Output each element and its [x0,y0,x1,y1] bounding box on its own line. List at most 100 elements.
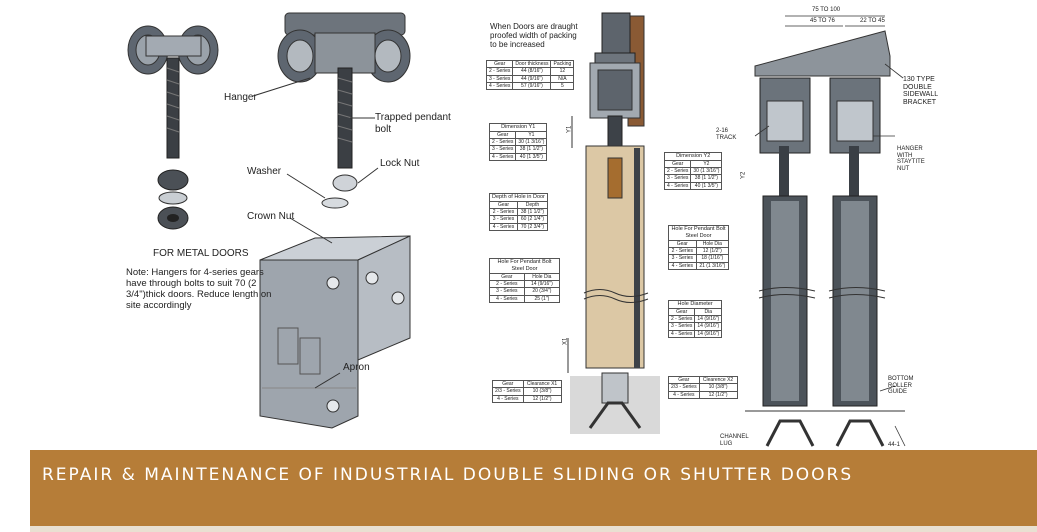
table-cell: 4 - Series [492,394,524,403]
dim-75-100-label: 75 TO 100 [812,7,841,13]
banner-bottom-strip [30,526,1037,532]
depth-title: Depth of Hole in Door [489,193,548,202]
table-cell: 12 (1/2") [695,246,730,256]
trapped-bolt-hanger-drawing [277,12,411,253]
table-cell: 2 - Series [488,138,517,147]
table-cell: 18 (1/16") [695,254,730,263]
table-header: Hole Dia [695,239,730,249]
table-cell: 4 - Series [488,152,517,161]
table-header: Gear [489,200,518,210]
draught-note: When Doors are draught proofed width of … [490,22,578,49]
table-cell: 10 (3/8") [522,387,562,396]
table-cell: 44 (9/16") [512,74,552,83]
table-cell: 10 (3/8") [698,383,738,392]
table-cell: 4 - Series [663,181,692,190]
pendant2-title: Hole For Pendant Bolt Steel Door [668,225,729,241]
dim-x1-label: X1 [562,337,569,345]
track-label: 2-16 TRACK [716,128,737,141]
table-cell: 2 - Series [668,246,697,256]
dim-y2-label: Y2 [740,171,747,179]
table-cell: 2 - Series [489,279,525,289]
apron-bracket-drawing [259,235,411,429]
table-cell: 38 (1 1/2") [515,145,548,154]
table-cell: 60 (2 1/4") [517,215,548,224]
dim-y1-label: Y1 [566,125,573,133]
table-cell: 2/3 - Series [492,387,524,396]
table-cell: 2 - Series [485,67,514,76]
table-cell: 4 - Series [667,329,696,338]
banner-title: REPAIR & MAINTENANCE OF INDUSTRIAL DOUBL… [42,465,854,485]
table-cell: 44 (8/16") [512,67,552,76]
table-header: Y1 [515,130,548,140]
metal-doors-label: FOR METAL DOORS [153,248,249,259]
table-cell: 4 - Series [489,222,518,231]
table-cell: 4 - Series [485,81,514,91]
dim-22-45-label: 22 TO 45 [860,18,885,24]
table-cell: 2 - Series [489,208,518,217]
title-banner: REPAIR & MAINTENANCE OF INDUSTRIAL DOUBL… [30,450,1037,526]
table-cell: 14 (9/16") [523,279,561,289]
table-cell: 4 - Series [489,294,525,303]
table-header: Gear [489,272,525,282]
note-text: Note: Hangers for 4-series gears have th… [126,267,272,311]
table-cell: 25 (1") [523,294,561,303]
table-header: Y2 [690,159,723,169]
packing-header-thickness: Door thickness [512,59,552,69]
table-cell: 38 (1 1/2") [517,208,548,217]
table-header: Gear [668,375,700,385]
table-header: Gear [663,159,692,169]
washer-label: Washer [247,166,282,177]
table-cell: 3 - Series [489,287,525,296]
part-44-1-label: 44-1 [888,442,901,448]
channel-lug-label: CHANNEL LUG [720,434,749,447]
table-cell: 2 - Series [667,315,696,324]
table-cell: 3 - Series [485,74,514,83]
hole-dia-title: Hole Diameter [667,300,723,309]
apron-label: Apron [343,362,370,373]
table-cell: 3 - Series [667,322,696,331]
bracket-label: 130 TYPE DOUBLE SIDEWALL BRACKET [903,76,938,107]
table-cell: 4 - Series [668,390,700,399]
bottom-roller-label: BOTTOM ROLLER GUIDE [888,376,914,396]
crown-nut-label: Crown Nut [247,211,295,222]
trapped-bolt-label: Trapped pendant bolt [375,112,451,135]
table-cell: 70 (2 3/4") [517,222,548,231]
table-cell: 38 (1 1/2") [690,174,723,183]
hanger-exploded-diagram [127,12,411,429]
dim-45-76-label: 45 TO 76 [810,18,835,24]
table-cell: 12 (1/2") [522,394,562,403]
table-header: Gear [488,130,517,140]
table-cell: 57 (9/16") [512,81,552,91]
table-cell: 40 (1 3/5") [515,152,548,161]
table-cell: 3 - Series [488,145,517,154]
table-header: Dia [694,307,723,317]
hanger-staytite-label: HANGER WITH STAYTITE NUT [897,146,925,172]
